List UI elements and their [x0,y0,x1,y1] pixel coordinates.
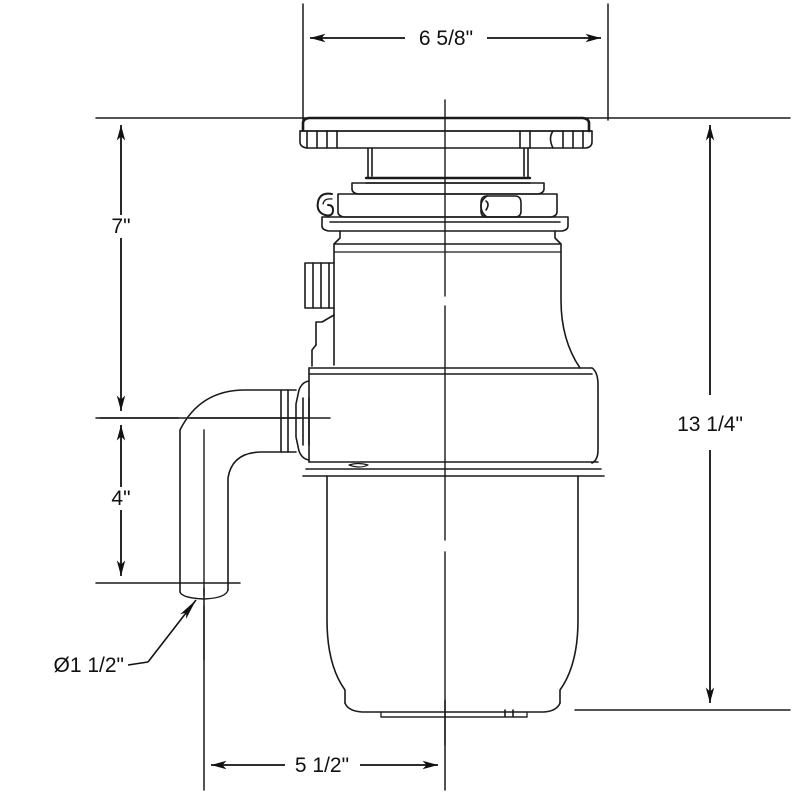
chamber-band [308,367,599,464]
base-plate [380,709,528,718]
dimension-width-bottom: 5 1/2" [211,754,438,777]
motor-housing [326,475,579,713]
sink-throat [364,147,532,184]
dimension-label-height-overall: 13 1/4" [677,413,743,436]
sink-flange [299,116,593,149]
dimension-width-top: 6 5/8" [310,27,601,50]
dimension-label-height-upper: 7" [111,215,130,238]
extension-lines [95,3,791,791]
dimension-label-width-top: 6 5/8" [419,27,473,50]
discharge-elbow-pipe [179,389,282,600]
dimension-height-overall: 13 1/4" [677,125,743,703]
stopper-detail [480,195,522,218]
dimension-outlet-diameter: Ø1 1/2" [54,599,197,677]
grinding-chamber [311,230,581,369]
mounting-hook-clip [316,192,334,217]
dimension-label-width-bottom: 5 1/2" [295,754,349,777]
mounting-assembly [321,182,569,232]
dimension-label-height-lower: 4" [111,487,130,510]
dimension-height-lower: 4" [111,425,131,576]
dimension-height-upper: 7" [111,125,131,411]
dishwasher-inlet-nipple [304,262,335,309]
centerlines [99,99,446,746]
discharge-outlet-flange [280,380,310,461]
dimension-label-outlet-diameter: Ø1 1/2" [54,654,125,677]
lower-band [302,461,605,477]
